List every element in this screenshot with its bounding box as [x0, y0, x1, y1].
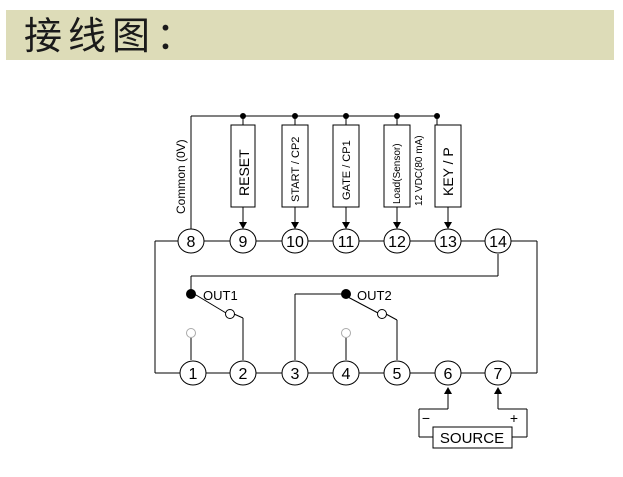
- common-label: Common (0V): [174, 139, 188, 214]
- terminal-14-number: 14: [489, 234, 507, 251]
- terminal-10: [281, 228, 309, 254]
- terminal-6: [434, 360, 462, 386]
- out1-switch-arm: [190, 291, 227, 314]
- terminal-3: [281, 360, 309, 386]
- terminal-14: [484, 228, 512, 254]
- terminal-2: [229, 360, 257, 386]
- junction-dot: [240, 113, 246, 119]
- terminal-8: [177, 228, 205, 254]
- terminal-13-number: 13: [439, 234, 457, 251]
- junction-dot: [343, 113, 349, 119]
- terminal-7: [484, 360, 512, 386]
- terminal-4: [332, 360, 360, 386]
- terminal-6-number: 6: [444, 366, 453, 383]
- terminal-4-number: 4: [342, 366, 351, 383]
- title-bar: 接线图：: [6, 10, 614, 60]
- gate-label: GATE / CP1: [341, 140, 353, 200]
- terminal-2-number: 2: [239, 366, 248, 383]
- terminal-13: [434, 228, 462, 254]
- terminal-12-number: 12: [388, 234, 406, 251]
- junction-dot: [434, 113, 440, 119]
- out2-label: OUT2: [357, 288, 392, 303]
- out1-no-contact: [225, 309, 235, 319]
- out1-label: OUT1: [203, 288, 238, 303]
- load-voltage-label: 12 VDC(80 mA): [414, 135, 425, 206]
- out2-no-contact: [377, 309, 387, 319]
- terminal-11: [332, 228, 360, 254]
- start-label: START / CP2: [290, 137, 302, 202]
- terminal-5-number: 5: [393, 366, 402, 383]
- source-plus-label: +: [510, 410, 518, 426]
- terminal-3-number: 3: [291, 366, 300, 383]
- out2-nc-contact: [341, 328, 351, 338]
- reset-label: RESET: [236, 149, 252, 196]
- terminal-1-number: 1: [189, 366, 198, 383]
- terminal-9-number: 9: [239, 234, 248, 251]
- key-label: KEY / P: [440, 147, 456, 196]
- terminal-5: [383, 360, 411, 386]
- junction-dot: [394, 113, 400, 119]
- out2-switch-arm: [345, 295, 379, 314]
- terminal-8-number: 8: [187, 234, 196, 251]
- out1-nc-contact: [186, 328, 196, 338]
- terminal-11-number: 11: [338, 234, 355, 251]
- junction-dot: [292, 113, 298, 119]
- source-label: SOURCE: [440, 430, 504, 447]
- terminal-10-number: 10: [286, 234, 304, 251]
- terminal-7-number: 7: [494, 366, 503, 383]
- page-title: 接线图：: [24, 14, 201, 58]
- load-label: Load(Sensor): [392, 143, 403, 204]
- source-box: [432, 426, 513, 449]
- terminal-12: [383, 228, 411, 254]
- terminal-9: [229, 228, 257, 254]
- source-minus-label: −: [422, 410, 430, 426]
- out2-common-contact: [341, 289, 351, 299]
- terminal-1: [179, 360, 207, 386]
- out1-common-contact: [186, 289, 196, 299]
